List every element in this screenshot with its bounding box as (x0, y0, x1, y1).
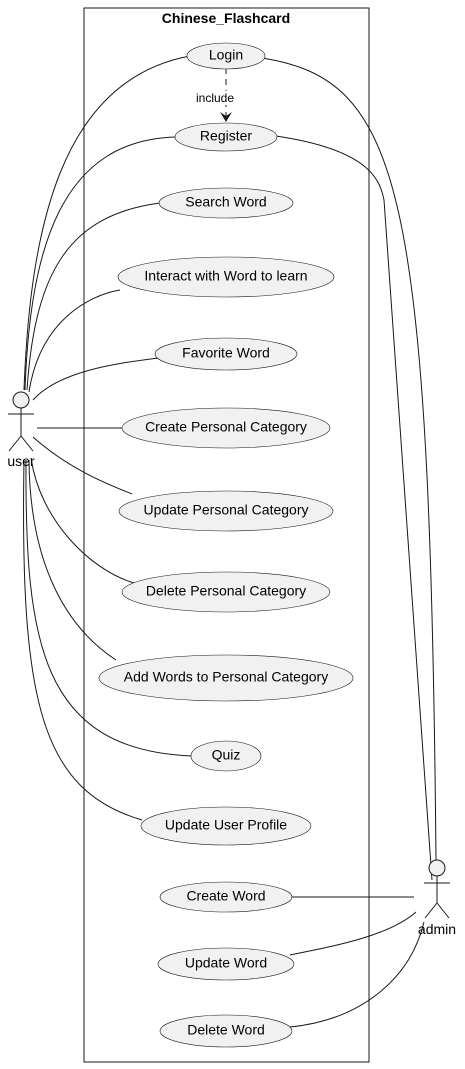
assoc-user-interact-word (28, 289, 121, 393)
use-case-create-word[interactable]: Create Word (159, 881, 293, 913)
use-case-create-category-label: Create Personal Category (145, 419, 307, 435)
use-case-interact-word-ellipse (117, 256, 335, 298)
assoc-admin-login (261, 57, 437, 861)
assoc-user-delete-category (30, 457, 135, 584)
user-associations (23, 55, 193, 821)
use-case-interact-word[interactable]: Interact with Word to learn (117, 256, 335, 298)
admin-actor-label: admin (418, 921, 456, 937)
use-case-update-word-label: Update Word (185, 955, 267, 971)
system-title: Chinese_Flashcard (162, 10, 290, 26)
use-case-favorite-word-ellipse (154, 337, 298, 371)
admin-associations (261, 57, 437, 1028)
use-case-delete-word-label: Delete Word (187, 1022, 265, 1038)
assoc-user-login (23, 55, 191, 391)
actor-admin[interactable]: admin (418, 859, 456, 937)
use-case-update-category[interactable]: Update Personal Category (118, 490, 334, 532)
assoc-user-update-profile (23, 459, 143, 821)
use-case-search-word-label: Search Word (185, 194, 266, 210)
use-case-delete-category[interactable]: Delete Personal Category (121, 571, 331, 613)
use-case-delete-category-label: Delete Personal Category (146, 583, 306, 599)
use-case-update-profile-label: Update User Profile (165, 817, 287, 833)
use-case-update-word[interactable]: Update Word (157, 947, 295, 981)
use-case-add-words-category-ellipse (98, 654, 354, 702)
use-case-update-word-ellipse (157, 947, 295, 981)
admin-actor-left-leg (424, 902, 438, 919)
assoc-user-add-words-category (28, 459, 117, 661)
use-case-delete-word[interactable]: Delete Word (159, 1014, 293, 1048)
assoc-user-update-category (32, 436, 133, 495)
use-case-update-profile-ellipse (140, 806, 312, 846)
use-case-quiz-ellipse (190, 740, 262, 772)
user-actor-right-leg (20, 435, 34, 452)
include-label: include (196, 91, 234, 105)
use-case-add-words-category-label: Add Words to Personal Category (124, 669, 328, 685)
assoc-user-search-word (26, 202, 161, 391)
user-actor-head (12, 391, 30, 409)
use-case-create-word-label: Create Word (186, 888, 265, 904)
use-case-register-label: Register (200, 128, 252, 144)
use-case-favorite-word-label: Favorite Word (182, 345, 270, 361)
use-case-create-category[interactable]: Create Personal Category (121, 407, 331, 449)
actor-user[interactable]: user (7, 391, 35, 469)
use-case-login-label: Login (209, 47, 243, 63)
use-case-create-word-ellipse (159, 881, 293, 913)
assoc-admin-register (275, 135, 433, 881)
include-arrowhead (220, 112, 232, 122)
use-case-delete-word-ellipse (159, 1014, 293, 1048)
assoc-admin-delete-word (289, 921, 425, 1028)
use-case-interact-word-label: Interact with Word to learn (144, 268, 307, 284)
assoc-user-quiz (25, 459, 193, 757)
admin-actor-head (428, 859, 446, 877)
use-case-delete-category-ellipse (121, 571, 331, 613)
use-case-login-ellipse (186, 42, 266, 70)
assoc-user-register (24, 136, 177, 391)
user-actor-label: user (7, 453, 35, 469)
use-case-create-category-ellipse (121, 407, 331, 449)
use-case-register-ellipse (174, 122, 278, 152)
use-case-register[interactable]: Register (174, 122, 278, 152)
assoc-admin-update-word (289, 911, 417, 956)
use-case-login[interactable]: Login (186, 42, 266, 70)
use-case-update-category-ellipse (118, 490, 334, 532)
user-actor-left-leg (8, 435, 22, 452)
include-label-bg (192, 91, 238, 105)
admin-actor-right-leg (436, 902, 450, 919)
use-case-quiz[interactable]: Quiz (190, 740, 262, 772)
use-case-update-category-label: Update Personal Category (144, 502, 309, 518)
assoc-user-favorite-word (32, 357, 159, 401)
use-case-update-profile[interactable]: Update User Profile (140, 806, 312, 846)
use-case-search-word-ellipse (158, 187, 294, 219)
use-case-add-words-category[interactable]: Add Words to Personal Category (98, 654, 354, 702)
use-case-search-word[interactable]: Search Word (158, 187, 294, 219)
use-case-quiz-label: Quiz (212, 747, 241, 763)
use-case-favorite-word[interactable]: Favorite Word (154, 337, 298, 371)
include-relation: include (192, 68, 238, 122)
